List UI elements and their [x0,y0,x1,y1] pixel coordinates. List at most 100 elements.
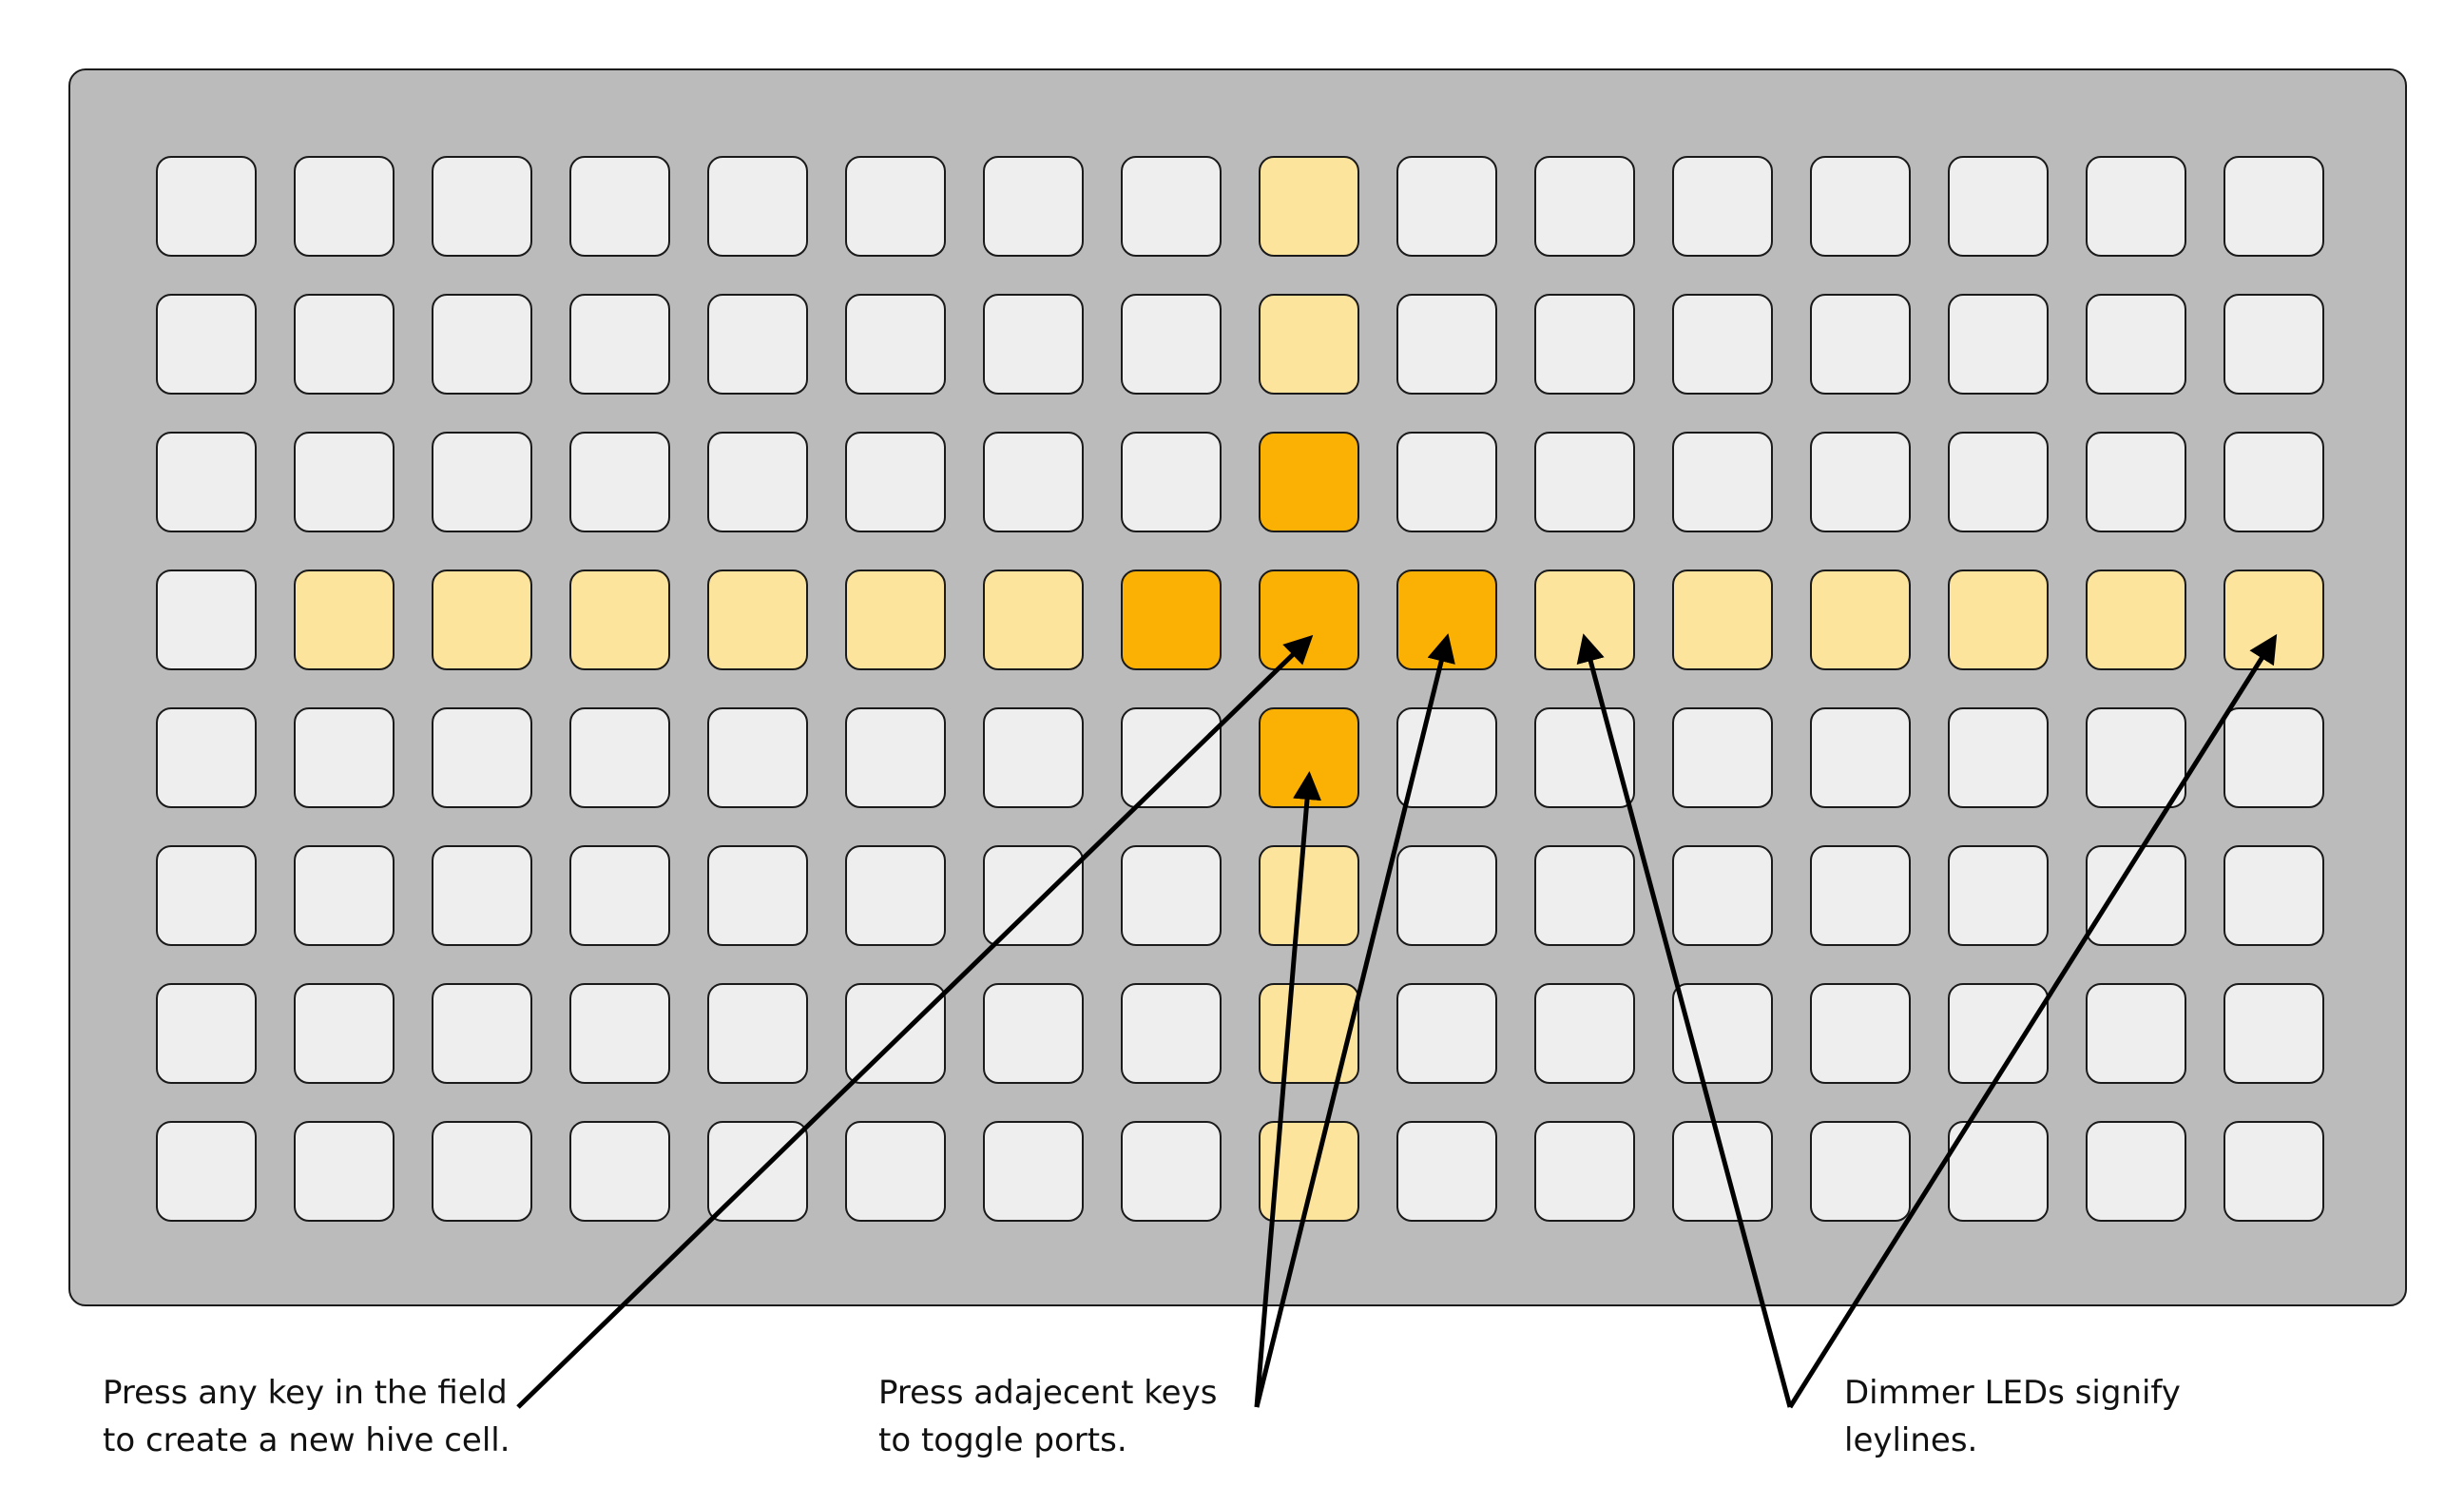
key-r7-c14[interactable] [2086,1121,2186,1222]
key-r7-c12[interactable] [1810,1121,1911,1222]
key-r0-c9[interactable] [1396,156,1497,257]
key-r7-c5[interactable] [845,1121,946,1222]
key-r7-c4[interactable] [707,1121,808,1222]
key-r2-c11[interactable] [1672,432,1773,532]
key-r6-c1[interactable] [294,983,395,1084]
key-r4-c10[interactable] [1534,707,1635,808]
key-r2-c10[interactable] [1534,432,1635,532]
key-r6-c15[interactable] [2223,983,2324,1084]
key-r1-c8-dim[interactable] [1259,294,1359,395]
key-r5-c0[interactable] [156,845,257,946]
key-r3-c10-dim[interactable] [1534,570,1635,670]
key-r2-c14[interactable] [2086,432,2186,532]
key-r2-c0[interactable] [156,432,257,532]
key-r1-c0[interactable] [156,294,257,395]
key-r0-c5[interactable] [845,156,946,257]
key-r6-c12[interactable] [1810,983,1911,1084]
key-r5-c15[interactable] [2223,845,2324,946]
key-r5-c11[interactable] [1672,845,1773,946]
key-r3-c4-dim[interactable] [707,570,808,670]
key-r5-c14[interactable] [2086,845,2186,946]
key-r3-c1-dim[interactable] [294,570,395,670]
key-r1-c10[interactable] [1534,294,1635,395]
key-r7-c1[interactable] [294,1121,395,1222]
key-r3-c6-dim[interactable] [983,570,1084,670]
key-r1-c9[interactable] [1396,294,1497,395]
key-r2-c2[interactable] [432,432,532,532]
key-r3-c5-dim[interactable] [845,570,946,670]
key-r5-c1[interactable] [294,845,395,946]
key-r1-c7[interactable] [1121,294,1222,395]
key-r6-c5[interactable] [845,983,946,1084]
key-r6-c11[interactable] [1672,983,1773,1084]
key-r4-c5[interactable] [845,707,946,808]
key-r2-c13[interactable] [1948,432,2049,532]
key-r6-c6[interactable] [983,983,1084,1084]
key-r1-c11[interactable] [1672,294,1773,395]
key-r4-c0[interactable] [156,707,257,808]
key-r2-c9[interactable] [1396,432,1497,532]
key-r2-c3[interactable] [569,432,670,532]
key-r0-c8-dim[interactable] [1259,156,1359,257]
key-r4-c4[interactable] [707,707,808,808]
key-r3-c9-bright[interactable] [1396,570,1497,670]
key-r2-c1[interactable] [294,432,395,532]
key-r2-c4[interactable] [707,432,808,532]
key-r0-c6[interactable] [983,156,1084,257]
key-r2-c12[interactable] [1810,432,1911,532]
key-r3-c0[interactable] [156,570,257,670]
key-r0-c4[interactable] [707,156,808,257]
key-r6-c0[interactable] [156,983,257,1084]
key-r7-c7[interactable] [1121,1121,1222,1222]
key-r4-c2[interactable] [432,707,532,808]
key-r0-c1[interactable] [294,156,395,257]
key-r3-c11-dim[interactable] [1672,570,1773,670]
key-r6-c7[interactable] [1121,983,1222,1084]
key-r4-c12[interactable] [1810,707,1911,808]
key-r0-c2[interactable] [432,156,532,257]
key-r3-c12-dim[interactable] [1810,570,1911,670]
key-r3-c14-dim[interactable] [2086,570,2186,670]
key-r6-c2[interactable] [432,983,532,1084]
key-r6-c9[interactable] [1396,983,1497,1084]
key-r2-c5[interactable] [845,432,946,532]
key-r7-c3[interactable] [569,1121,670,1222]
key-r5-c12[interactable] [1810,845,1911,946]
key-r0-c15[interactable] [2223,156,2324,257]
key-r5-c10[interactable] [1534,845,1635,946]
key-r1-c15[interactable] [2223,294,2324,395]
key-r0-c0[interactable] [156,156,257,257]
key-r1-c13[interactable] [1948,294,2049,395]
key-r6-c8-dim[interactable] [1259,983,1359,1084]
key-r1-c12[interactable] [1810,294,1911,395]
key-r3-c3-dim[interactable] [569,570,670,670]
key-r0-c7[interactable] [1121,156,1222,257]
key-r4-c13[interactable] [1948,707,2049,808]
key-r0-c14[interactable] [2086,156,2186,257]
key-r5-c4[interactable] [707,845,808,946]
key-r6-c4[interactable] [707,983,808,1084]
key-r5-c5[interactable] [845,845,946,946]
key-r1-c3[interactable] [569,294,670,395]
key-r7-c10[interactable] [1534,1121,1635,1222]
key-r4-c1[interactable] [294,707,395,808]
key-r5-c7[interactable] [1121,845,1222,946]
key-r3-c13-dim[interactable] [1948,570,2049,670]
key-r5-c6[interactable] [983,845,1084,946]
key-r0-c13[interactable] [1948,156,2049,257]
key-r4-c11[interactable] [1672,707,1773,808]
key-r3-c2-dim[interactable] [432,570,532,670]
key-r4-c6[interactable] [983,707,1084,808]
key-r7-c11[interactable] [1672,1121,1773,1222]
key-r5-c13[interactable] [1948,845,2049,946]
key-r3-c15-dim[interactable] [2223,570,2324,670]
key-r6-c10[interactable] [1534,983,1635,1084]
key-r1-c1[interactable] [294,294,395,395]
key-r2-c8-bright[interactable] [1259,432,1359,532]
key-r7-c0[interactable] [156,1121,257,1222]
key-r1-c2[interactable] [432,294,532,395]
key-r3-c8-bright[interactable] [1259,570,1359,670]
key-r4-c3[interactable] [569,707,670,808]
key-r7-c2[interactable] [432,1121,532,1222]
key-r2-c7[interactable] [1121,432,1222,532]
